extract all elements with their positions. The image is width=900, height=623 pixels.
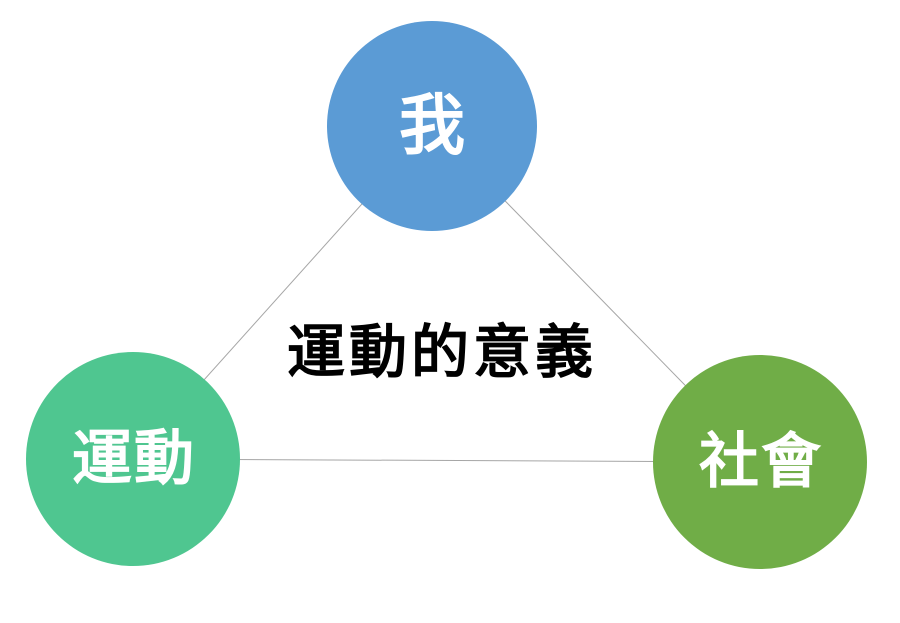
node-me-label: 我 bbox=[399, 87, 465, 164]
node-sport-circle: 運動 bbox=[26, 352, 240, 566]
diagram-title: 運動的意義 bbox=[286, 318, 598, 386]
node-society-circle: 社會 bbox=[653, 355, 867, 569]
node-society-label: 社會 bbox=[699, 427, 823, 497]
node-sport-label: 運動 bbox=[72, 424, 196, 494]
node-me-circle: 我 bbox=[327, 21, 537, 231]
